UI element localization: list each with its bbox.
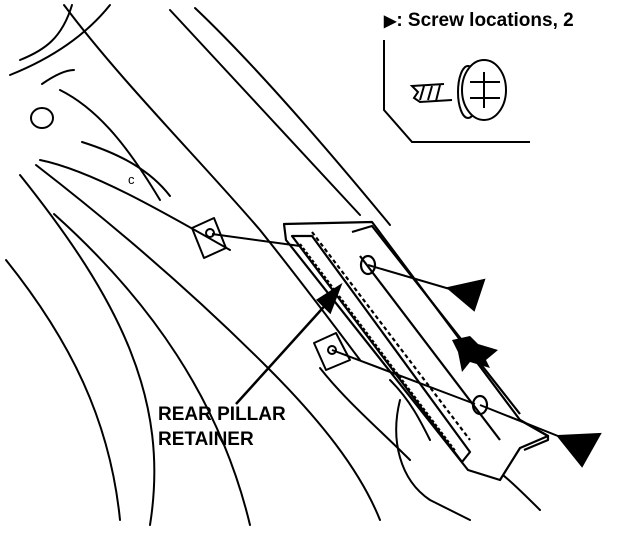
window-edge-2 (169, 9, 361, 216)
window-edge (194, 7, 391, 226)
screw-legend-text: : Screw locations, 2 (396, 10, 574, 31)
lower-panel (319, 367, 411, 461)
screw-legend: ▶: Screw locations, 2 (384, 10, 574, 32)
body-slot-low (313, 332, 351, 371)
leader-line-screw-1 (367, 264, 461, 293)
leader-line-screw-2 (479, 404, 569, 441)
seat-shape (395, 399, 471, 521)
part-label: REAR PILLAR RETAINER (158, 402, 286, 452)
screw-marker-1 (445, 278, 486, 312)
lower-panel-2 (389, 379, 431, 441)
part-label-line-1: REAR PILLAR (158, 404, 286, 425)
body-slot-mid (191, 217, 227, 259)
inner-arc (53, 213, 251, 526)
screw-marker-2 (555, 432, 602, 468)
body-screw-hole-mid (205, 228, 215, 238)
screw-inset (383, 40, 530, 143)
body-fold (81, 141, 171, 197)
triangle-right-icon: ▶ (384, 13, 397, 30)
pillar-curve-inner (35, 164, 381, 521)
body-screw-hole-low (327, 345, 337, 355)
pillar-edge-2 (39, 159, 231, 251)
body-panel-outline (9, 4, 111, 85)
removal-arrow (452, 336, 498, 372)
label-pointer (235, 282, 343, 405)
body-hole-top (30, 107, 54, 129)
fender-line (5, 259, 121, 521)
rear-pillar-retainer (282, 220, 550, 482)
part-label-line-2: RETAINER (158, 429, 254, 450)
pillar-edge-1 (59, 89, 161, 201)
leader-line-upper (211, 233, 301, 247)
leader-line-lower (331, 349, 476, 405)
pillar-curve-outer (63, 4, 361, 361)
body-mark: c (128, 172, 135, 187)
wheelarch-arc (19, 174, 156, 526)
